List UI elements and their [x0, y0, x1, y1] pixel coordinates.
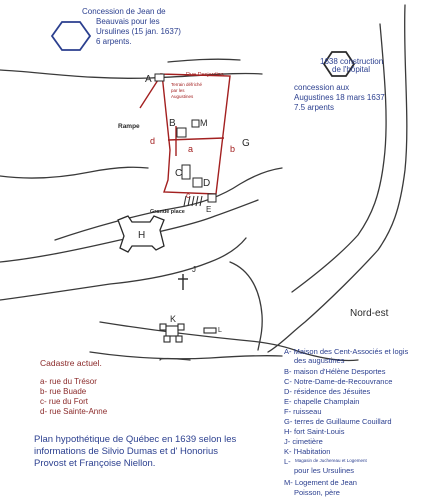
- label-nord-est: Nord-est: [350, 308, 389, 319]
- shore-bottom-2: [89, 351, 283, 360]
- terrain-2: par les: [171, 88, 185, 93]
- habitation-k: [159, 323, 185, 343]
- legend-m2: Poisson, père: [294, 488, 340, 497]
- legend-d: D- résidence des Jésuites: [284, 387, 371, 396]
- hopital-line1: 1638 construction: [320, 57, 383, 66]
- hopital-line2: de l'hôpital: [332, 65, 370, 74]
- red-lot-outline: [159, 73, 231, 195]
- label-a-street: a: [188, 144, 193, 154]
- magasin-l: [203, 327, 217, 334]
- building-m: [191, 119, 200, 128]
- river-bank-right-inner: [291, 23, 387, 293]
- augustines-2: Augustines 18 mars 1637: [294, 93, 385, 102]
- legend-f: F- ruisseau: [284, 407, 322, 416]
- building-d: [192, 177, 203, 188]
- title-line-1: Plan hypothétique de Québec en 1639 selo…: [34, 434, 237, 445]
- legend-b: B- maison d'Hélène Desportes: [284, 367, 386, 376]
- contour-mid-left: [0, 166, 149, 179]
- building-b: [176, 127, 187, 138]
- legend-l-b: pour les Ursulines: [294, 466, 354, 475]
- title-line-3: Provost et Françoise Niellon.: [34, 458, 155, 469]
- legend-l-small: Magasin de Juchereau et Logement: [295, 458, 368, 463]
- augustines-3: 7.5 arpents: [294, 103, 334, 112]
- red-street-a: [167, 137, 225, 141]
- shore-right-arc: [229, 261, 263, 351]
- cadastre-title: Cadastre actuel.: [40, 358, 102, 368]
- label-c-upper: C: [175, 168, 182, 179]
- hexagon-icon-left: [50, 21, 92, 51]
- contour-wave: [54, 167, 283, 241]
- augustines-1: concession aux: [294, 83, 349, 92]
- concession-beauvais-1: Concession de Jean de: [82, 7, 166, 16]
- terrain-1: Terrain défriché: [171, 82, 203, 87]
- label-d-upper: D: [203, 178, 210, 189]
- label-m: M: [200, 118, 208, 128]
- legend-g: G- terres de Guillaume Couillard: [284, 417, 392, 426]
- fort-saint-louis: [117, 215, 165, 253]
- red-ramp-line: [139, 79, 159, 109]
- legend-h: H- fort Saint-Louis: [284, 427, 345, 436]
- stream-f: [167, 58, 241, 63]
- legend-a2: des augustines: [294, 356, 345, 365]
- cadastre-item-c: c- rue du Fort: [40, 397, 89, 406]
- label-b-street: b: [230, 144, 235, 154]
- cadastre-item-a: a- rue du Trésor: [40, 377, 97, 386]
- label-c-street: c: [186, 191, 190, 200]
- label-j: J: [192, 265, 196, 274]
- title-line-2: informations de Silvio Dumas et d' Honor…: [34, 446, 218, 457]
- label-rampe: Rampe: [118, 123, 140, 130]
- label-a-upper: A: [145, 74, 152, 85]
- concession-beauvais-4: 6 arpents.: [96, 37, 132, 46]
- cadastre-item-d: d- rue Sainte-Anne: [40, 407, 108, 416]
- label-grande-place: Grande place: [150, 209, 185, 215]
- label-b-upper: B: [169, 118, 176, 129]
- terrain-3: Augustines: [171, 94, 194, 99]
- label-d-street: d: [150, 136, 155, 146]
- shoreline-low: [0, 237, 247, 301]
- label-h: H: [138, 230, 145, 241]
- cadastre-item-b: b- rue Buade: [40, 387, 87, 396]
- river-bank-right: [267, 4, 408, 353]
- cross-icon: [178, 274, 188, 290]
- building-c: [181, 164, 191, 180]
- legend-m: M- Logement de Jean: [284, 478, 357, 487]
- building-a: [154, 73, 165, 82]
- shore-bottom-3: [159, 357, 191, 361]
- legend-c: C- Notre-Dame-de-Recouvrance: [284, 377, 392, 386]
- label-g: G: [242, 138, 250, 149]
- legend-e: E- chapelle Champlain: [284, 397, 359, 406]
- cliff-line-top: [0, 69, 263, 79]
- concession-beauvais-3: Ursulines (15 jan. 1637): [96, 27, 181, 36]
- shore-bottom-1: [99, 321, 359, 362]
- label-e: E: [206, 205, 211, 214]
- label-l: L: [218, 327, 222, 334]
- concession-beauvais-2: Beauvais pour les: [96, 17, 160, 26]
- label-rue-desjardins: Rue Desjardins: [186, 72, 224, 78]
- building-e: [207, 193, 217, 203]
- legend-j: J- cimetière: [284, 437, 323, 446]
- hexagon-icon-right: [322, 51, 356, 77]
- label-k: K: [170, 314, 176, 324]
- legend-a: A- Maison des Cent-Associés et logis: [284, 347, 408, 356]
- legend-k: K- l'Habitation: [284, 447, 330, 456]
- legend-l-a: L-: [284, 457, 291, 466]
